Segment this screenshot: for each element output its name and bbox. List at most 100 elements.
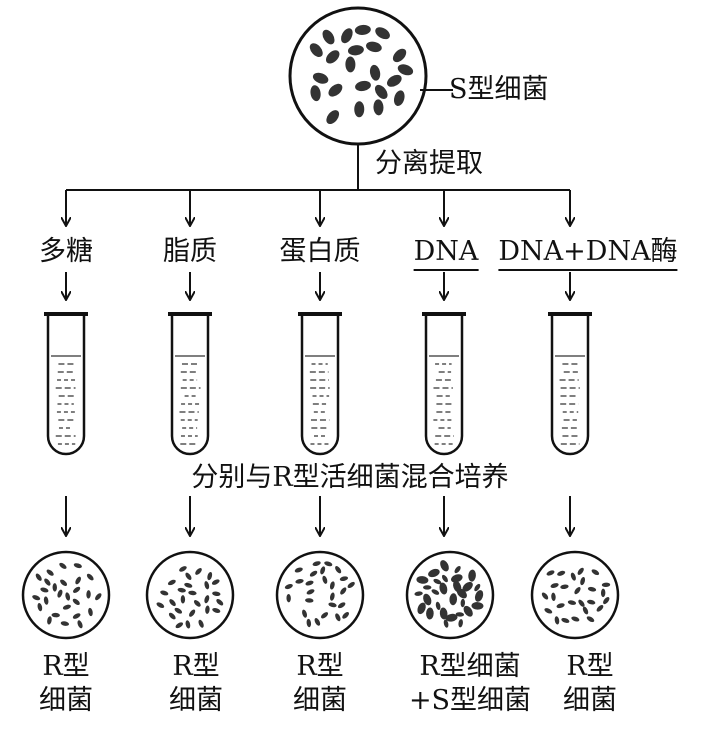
s-bacterium-cell — [451, 574, 463, 583]
r-bacterium-cell — [86, 590, 91, 599]
r-bacterium-cell — [435, 601, 441, 611]
r-bacterium-cell — [72, 613, 81, 619]
r-bacterium-cell — [40, 587, 49, 593]
arrow-down-icon — [66, 496, 570, 536]
r-bacterium-cell — [195, 568, 202, 575]
r-bacterium-cell — [454, 566, 461, 574]
result-1-line1: R型 — [42, 651, 90, 682]
r-bacterium-cell — [474, 583, 481, 592]
r-bacterium-cell — [77, 620, 83, 629]
result-3: R型 细菌 — [293, 650, 347, 718]
r-bacterium-cell — [574, 587, 581, 595]
s-bacterium-cell — [374, 84, 388, 99]
r-bacterium-cell — [431, 589, 440, 595]
r-bacterium-cell — [306, 618, 312, 628]
s-bacterium-cell — [325, 50, 340, 64]
result-2-line2: 细菌 — [169, 685, 223, 716]
r-bacterium-cell — [204, 581, 210, 590]
r-bacterium-cell — [212, 608, 221, 613]
r-bacterium-cell — [340, 587, 347, 595]
s-bacterium-cell — [345, 56, 356, 73]
s-bacterium-cell — [468, 569, 476, 582]
r-bacterium-cell — [335, 566, 342, 574]
r-bacterium-cell — [329, 592, 335, 601]
r-bacterium-cell — [35, 573, 42, 581]
s-bacterium-cell — [369, 64, 381, 81]
r-bacterium-cell — [458, 619, 463, 628]
r-bacterium-cell — [72, 598, 80, 606]
r-bacterium-cell — [541, 592, 549, 600]
r-bacterium-cell — [37, 603, 43, 612]
r-bacterium-cell — [335, 613, 341, 622]
r-bacterium-cell — [188, 590, 197, 596]
r-bacterium-cell — [286, 593, 291, 603]
r-bacterium-cell — [596, 605, 604, 612]
s-bacterium-cell — [347, 45, 364, 56]
r-bacterium-cell — [329, 581, 335, 590]
r-bacterium-cell — [174, 607, 183, 614]
result-2: R型 细菌 — [169, 650, 223, 718]
r-bacterium-cell — [44, 578, 51, 586]
r-bacterium-cell — [460, 598, 466, 608]
s-bacterium-cell — [373, 99, 384, 116]
r-bacterium-cell — [65, 592, 71, 601]
r-bacterium-cell — [544, 608, 553, 614]
s-bacterium-cell — [366, 41, 382, 53]
extract-label: 分离提取 — [375, 148, 483, 179]
r-bacterium-cell — [59, 562, 67, 569]
r-bacterium-cell — [443, 619, 449, 628]
branch-lines — [66, 144, 570, 191]
component-protein: 蛋白质 — [279, 236, 361, 267]
s-bacterium-cell — [474, 590, 484, 602]
r-bacterium-cell — [561, 617, 570, 623]
r-bacterium-cell — [305, 580, 314, 586]
s-bacterium-cell — [428, 568, 440, 578]
s-bacterium-cell — [326, 110, 340, 125]
r-bacterium-cell — [193, 600, 201, 607]
r-bacterium-cell — [587, 599, 596, 605]
r-bacterium-cell — [60, 621, 70, 626]
r-bacterium-cell — [73, 563, 82, 569]
petri-dish-icon — [530, 550, 620, 640]
s-bacterium-cell — [328, 83, 343, 97]
r-bacterium-cell — [175, 622, 184, 629]
r-bacterium-cell — [284, 583, 293, 590]
test-tube-icon — [44, 312, 88, 456]
s-bacterium-cell — [354, 24, 371, 35]
result-2-line1: R型 — [172, 651, 220, 682]
s-bacteria-label: S型细菌 — [449, 74, 549, 105]
result-4-line2: +S型细菌 — [408, 685, 532, 716]
r-bacterium-cell — [312, 561, 321, 567]
r-bacterium-cell — [212, 591, 221, 597]
s-bacterium-cell — [354, 101, 365, 118]
s-bacterium-cell — [439, 607, 448, 620]
r-bacterium-cell — [320, 612, 329, 619]
r-bacterium-cell — [73, 586, 81, 593]
s-bacterium-cell — [416, 576, 429, 584]
r-bacterium-cell — [156, 602, 165, 609]
r-bacterium-cell — [600, 588, 606, 598]
test-tube-icon — [548, 312, 592, 456]
s-bacterium-cell — [397, 64, 414, 76]
r-bacterium-cell — [309, 570, 318, 577]
r-bacterium-cell — [557, 570, 566, 576]
result-1-line2: 细菌 — [39, 685, 93, 716]
r-bacterium-cell — [570, 572, 576, 581]
r-bacterium-cell — [168, 612, 176, 620]
s-bacterium-cell — [309, 43, 323, 58]
r-bacterium-cell — [302, 609, 308, 618]
component-lipid: 脂质 — [163, 236, 217, 267]
s-bacterium-cell — [392, 48, 407, 63]
r-bacterium-cell — [551, 592, 556, 601]
r-bacterium-cell — [169, 599, 176, 607]
r-bacterium-cell — [294, 567, 303, 573]
r-bacterium-cell — [205, 605, 210, 614]
r-bacterium-cell — [295, 578, 304, 584]
r-bacterium-cell — [433, 578, 442, 585]
petri-dish-icon — [275, 550, 365, 640]
r-bacterium-cell — [571, 616, 580, 622]
r-bacterium-cell — [560, 584, 569, 590]
result-1: R型 细菌 — [39, 650, 93, 718]
r-bacterium-cell — [441, 574, 448, 583]
s-bacterium-cell — [463, 605, 473, 617]
